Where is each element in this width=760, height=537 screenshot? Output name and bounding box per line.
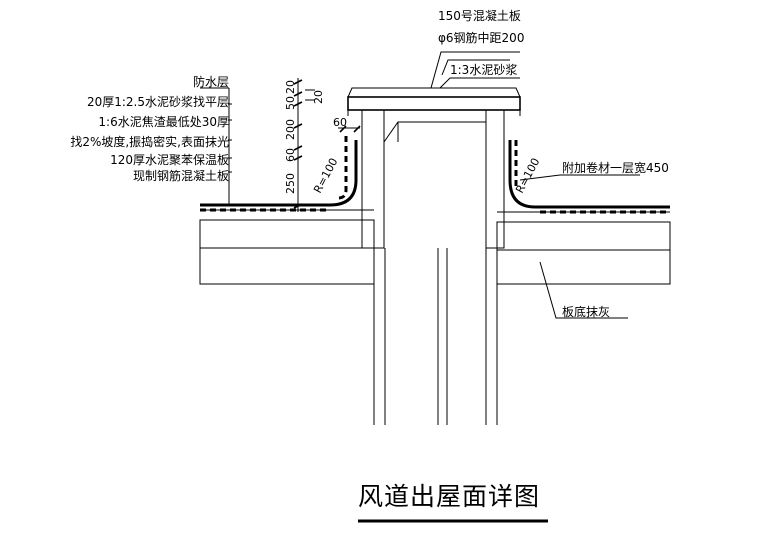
dim-200: 200 [284, 119, 297, 140]
waterproof-layer-label: 防水层 [193, 74, 229, 89]
upstand-wall-left [361, 109, 385, 249]
slag-layer-label: 1:6水泥焦渣最低处30厚 [98, 115, 229, 129]
mortar-label: 1:3水泥砂浆 [450, 62, 517, 77]
slab-layer-label: 现制钢筋混凝土板 [133, 168, 229, 183]
extra-felt-label: 附加卷材一层宽450 [562, 160, 669, 175]
dimension-chain [293, 78, 361, 212]
upstand-wall-right [485, 109, 505, 249]
cap-slab-top [347, 87, 521, 98]
rebar-label: φ6钢筋中距200 [438, 30, 524, 45]
layer-leaders [200, 87, 232, 205]
radius-right-label: R=100 [513, 156, 542, 196]
dim-60: 60 [284, 148, 297, 162]
waterproof-membrane [200, 136, 670, 214]
insulation-layer-left [199, 219, 375, 249]
cap-slab-body [347, 96, 521, 111]
ceiling-plaster-label: 板底抹灰 [562, 304, 610, 319]
annotation-leaders [430, 51, 640, 319]
cap-slab [347, 87, 521, 116]
dim-250: 250 [284, 173, 297, 194]
cap-slab-label: 150号混凝土板 [438, 8, 521, 23]
roof-layers-right [496, 211, 671, 285]
drawing-title: 风道出屋面详图 [358, 482, 540, 511]
duct-shaft [373, 248, 498, 425]
dim-20-b: 20 [312, 90, 325, 104]
upstand-walls [361, 109, 505, 249]
membrane-right-solid [508, 140, 670, 209]
leveling-layer-label: 20厚1:2.5水泥砂浆找平层 [87, 94, 229, 109]
dim-20-a: 20 [284, 80, 297, 94]
radius-left-label: R=100 [311, 156, 340, 196]
duct-opening [383, 121, 487, 248]
roof-layers-left [199, 209, 375, 285]
slope-note-label: 找2%坡度,振捣密实,表面抹光 [70, 134, 229, 149]
concrete-slab-right [496, 249, 671, 285]
dim-60-side: 60 [333, 116, 347, 129]
dim-50: 50 [284, 96, 297, 110]
concrete-slab-left [199, 247, 375, 285]
insulation-layer-right [496, 221, 671, 251]
membrane-left-solid [200, 140, 358, 207]
insulation-layer-label: 120厚水泥聚苯保温板 [110, 153, 229, 167]
